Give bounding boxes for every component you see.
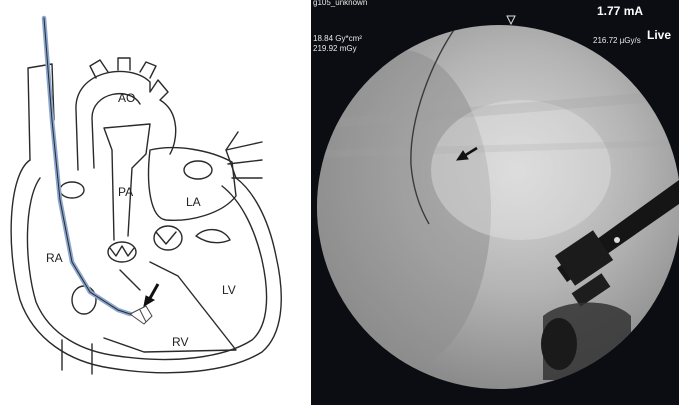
dose-rate-readout: 216.72 µGy/s	[593, 36, 641, 45]
heart-inner-wall	[27, 178, 266, 359]
fluoroscopy-image: g105_unknown 18.84 Gy*cm² 219.92 mGy 1.7…	[311, 0, 679, 405]
file-name: g105_unknown	[313, 0, 367, 7]
fluoroscopy-field	[311, 0, 679, 405]
arrow-icon	[144, 284, 158, 306]
label-la: LA	[186, 195, 201, 209]
aorta-outline	[76, 71, 176, 170]
left-atrium	[149, 148, 236, 221]
mitral-valve	[196, 230, 230, 243]
tricuspid-valve	[72, 286, 96, 314]
live-indicator: Live	[647, 28, 671, 42]
label-rv: RV	[172, 335, 188, 349]
dap-readout: 18.84 Gy*cm²	[313, 34, 362, 43]
pulmonary-artery	[104, 124, 150, 240]
label-pa: PA	[118, 185, 133, 199]
label-lv: LV	[222, 283, 236, 297]
ra-oval	[60, 182, 84, 198]
dose-readout: 219.92 mGy	[313, 44, 357, 53]
label-ao: AO	[118, 91, 135, 105]
aortic-valve	[154, 226, 182, 250]
catheter-tip	[130, 306, 152, 324]
label-ra: RA	[46, 251, 63, 265]
current-readout: 1.77 mA	[597, 4, 643, 18]
septum	[104, 262, 236, 352]
heart-diagram: AO PA LA RA LV RV	[0, 0, 310, 405]
